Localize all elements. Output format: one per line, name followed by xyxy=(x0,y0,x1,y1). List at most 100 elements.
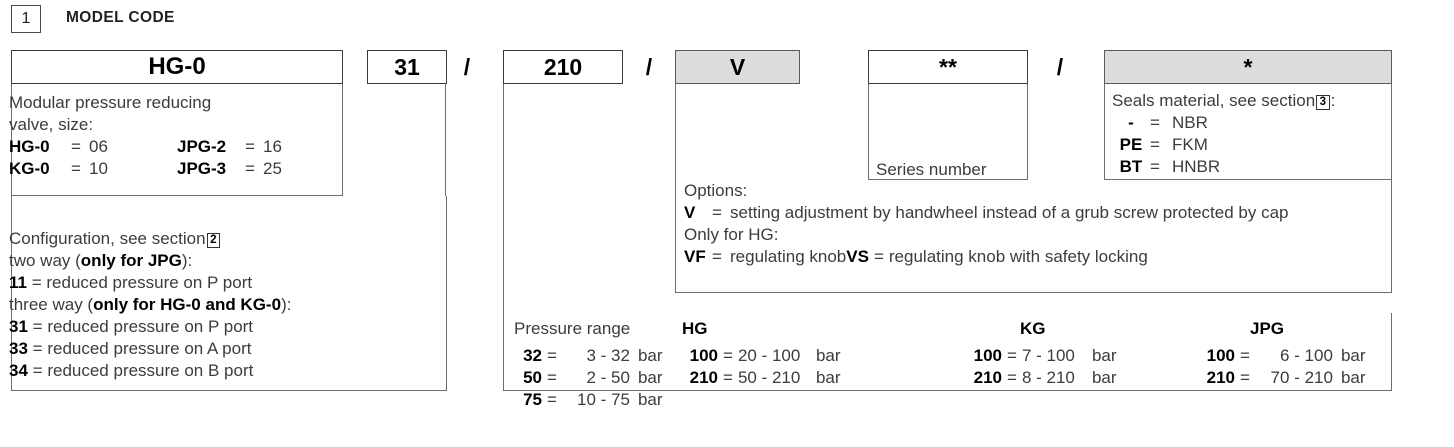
seals-item: BT = HNBR xyxy=(1112,156,1397,178)
model-size-row: HG-0 = 06 JPG-2 = 16 xyxy=(9,136,349,158)
code-box-pressure[interactable]: 210 xyxy=(503,50,623,84)
options-item-vs-eq: = xyxy=(873,247,884,266)
configuration-intro-text: Configuration, see section xyxy=(9,229,206,248)
configuration-panel xyxy=(11,196,447,391)
options-item-v-code: V xyxy=(684,203,696,222)
model-intro-line2: valve, size: xyxy=(9,115,94,134)
pressure-range-panel xyxy=(503,313,1392,391)
pressure-row-range: 20 - 100 xyxy=(737,346,801,365)
pressure-row-unit: bar xyxy=(1340,368,1366,387)
pressure-row-unit: bar xyxy=(1340,346,1366,365)
options-item-vf-code: VF xyxy=(684,247,706,266)
seals-item-value: NBR xyxy=(1172,113,1208,132)
code-box-options[interactable]: V xyxy=(675,50,800,84)
configuration-item: 33 = reduced pressure on A port xyxy=(9,338,439,360)
pressure-group-title-hg: HG xyxy=(682,319,708,338)
code-box-configuration[interactable]: 31 xyxy=(367,50,447,84)
pressure-row: 210 = 50 - 210 bar xyxy=(678,367,841,389)
pressure-row-eq: = xyxy=(547,390,557,409)
pressure-row-range: 50 - 210 xyxy=(737,368,801,387)
pressure-row-range: 3 - 32 xyxy=(586,346,630,365)
options-item-v-eq: = xyxy=(712,203,722,222)
seals-item-eq: = xyxy=(1150,113,1160,132)
pressure-row-eq: = xyxy=(723,368,733,387)
configuration-item-eq: = xyxy=(32,339,43,358)
pressure-row: 210 = 70 - 210 bar xyxy=(1195,367,1366,389)
pressure-column-jpg: 100 = 6 - 100 bar 210 = 70 - 210 bar xyxy=(1195,345,1366,389)
page-title: MODEL CODE xyxy=(66,9,175,26)
seals-item-eq: = xyxy=(1150,157,1160,176)
code-box-seals[interactable]: * xyxy=(1104,50,1392,84)
three-way-label-bold: only for HG-0 and KG-0 xyxy=(93,295,282,314)
pressure-row-code: 210 xyxy=(1206,368,1235,387)
seals-item-code: - xyxy=(1128,113,1134,132)
options-item-v: V = setting adjustment by handwheel instea… xyxy=(684,202,1394,224)
configuration-item-text: reduced pressure on P port xyxy=(46,273,253,292)
configuration-item-eq: = xyxy=(32,317,43,336)
model-size-code-2: JPG-2 xyxy=(177,137,227,156)
seals-title-colon: : xyxy=(1330,91,1336,110)
two-way-label-post: ): xyxy=(181,251,193,270)
pressure-connector-line xyxy=(503,84,505,313)
pressure-column-kg: 100 = 7 - 100 bar 210 = 8 - 210 bar xyxy=(962,345,1117,389)
model-size-eq-2: = xyxy=(245,137,255,156)
configuration-item-text: reduced pressure on B port xyxy=(47,361,254,380)
options-only-for: Only for HG: xyxy=(684,225,779,244)
section-number-badge: 1 xyxy=(11,5,41,33)
options-item-vf-eq: = xyxy=(712,247,722,266)
seals-item: - = NBR xyxy=(1112,112,1397,134)
separator-slash-3: / xyxy=(1056,53,1064,80)
seals-title-text: Seals material, see section xyxy=(1112,91,1316,110)
configuration-item: 31 = reduced pressure on P port xyxy=(9,316,439,338)
pressure-row-code: 100 xyxy=(973,346,1002,365)
pressure-row-range: 6 - 100 xyxy=(1280,346,1333,365)
pressure-row-range: 8 - 210 xyxy=(1021,368,1075,387)
pressure-group-title-jpg: JPG xyxy=(1250,319,1285,338)
pressure-row-eq: = xyxy=(1007,346,1017,365)
pressure-row-range: 10 - 75 xyxy=(577,390,630,409)
configuration-item-text: reduced pressure on P port xyxy=(47,317,254,336)
pressure-row-unit: bar xyxy=(815,368,841,387)
configuration-item-code: 11 xyxy=(9,273,27,292)
pressure-column-hg-low: 32 = 3 - 32 bar 50 = 2 - 50 bar 75 = 10 … xyxy=(514,345,663,411)
three-way-label: three way (only for HG-0 and KG-0): xyxy=(9,294,439,316)
pressure-row-unit: bar xyxy=(815,346,841,365)
three-way-label-pre: three way ( xyxy=(9,295,94,314)
model-size-value: 06 xyxy=(89,137,108,156)
options-title: Options: xyxy=(684,181,748,200)
options-item-vs-code: VS xyxy=(846,247,869,266)
model-size-code-2: JPG-3 xyxy=(177,159,227,178)
pressure-row-eq: = xyxy=(723,346,733,365)
seals-item-value: HNBR xyxy=(1172,157,1221,176)
pressure-row: 100 = 6 - 100 bar xyxy=(1195,345,1366,367)
pressure-group-title-kg: KG xyxy=(1020,319,1046,338)
pressure-row-range: 2 - 50 xyxy=(586,368,630,387)
two-way-label-pre: two way ( xyxy=(9,251,81,270)
code-box-series[interactable]: ** xyxy=(868,50,1028,84)
options-panel-body: Options: V = setting adjustment by handwhe… xyxy=(684,180,1394,268)
pressure-row-code: 50 xyxy=(523,368,542,387)
series-panel xyxy=(868,84,1028,180)
seals-panel xyxy=(1104,84,1392,180)
configuration-item-code: 31 xyxy=(9,317,28,336)
pressure-row-unit: bar xyxy=(637,346,663,365)
section-ref-3-icon: 3 xyxy=(1316,95,1330,110)
code-box-model[interactable]: HG-0 xyxy=(11,50,343,84)
configuration-item-eq: = xyxy=(31,273,42,292)
pressure-row-eq: = xyxy=(1007,368,1017,387)
pressure-row-unit: bar xyxy=(1091,346,1117,365)
model-size-code: HG-0 xyxy=(9,137,50,156)
pressure-row-eq: = xyxy=(547,368,557,387)
separator-slash-1: / xyxy=(463,53,471,80)
three-way-label-post: ): xyxy=(281,295,292,314)
configuration-item-text: reduced pressure on A port xyxy=(47,339,252,358)
pressure-column-hg-high: 100 = 20 - 100 bar 210 = 50 - 210 bar xyxy=(678,345,841,389)
pressure-range-label: Pressure range xyxy=(514,319,631,338)
options-item-v-text: setting adjustment by handwheel instead … xyxy=(730,203,1289,222)
model-size-value: 10 xyxy=(89,159,108,178)
section-ref-2-icon: 2 xyxy=(206,233,220,248)
pressure-row-code: 100 xyxy=(689,346,718,365)
configuration-connector-line xyxy=(445,84,447,196)
